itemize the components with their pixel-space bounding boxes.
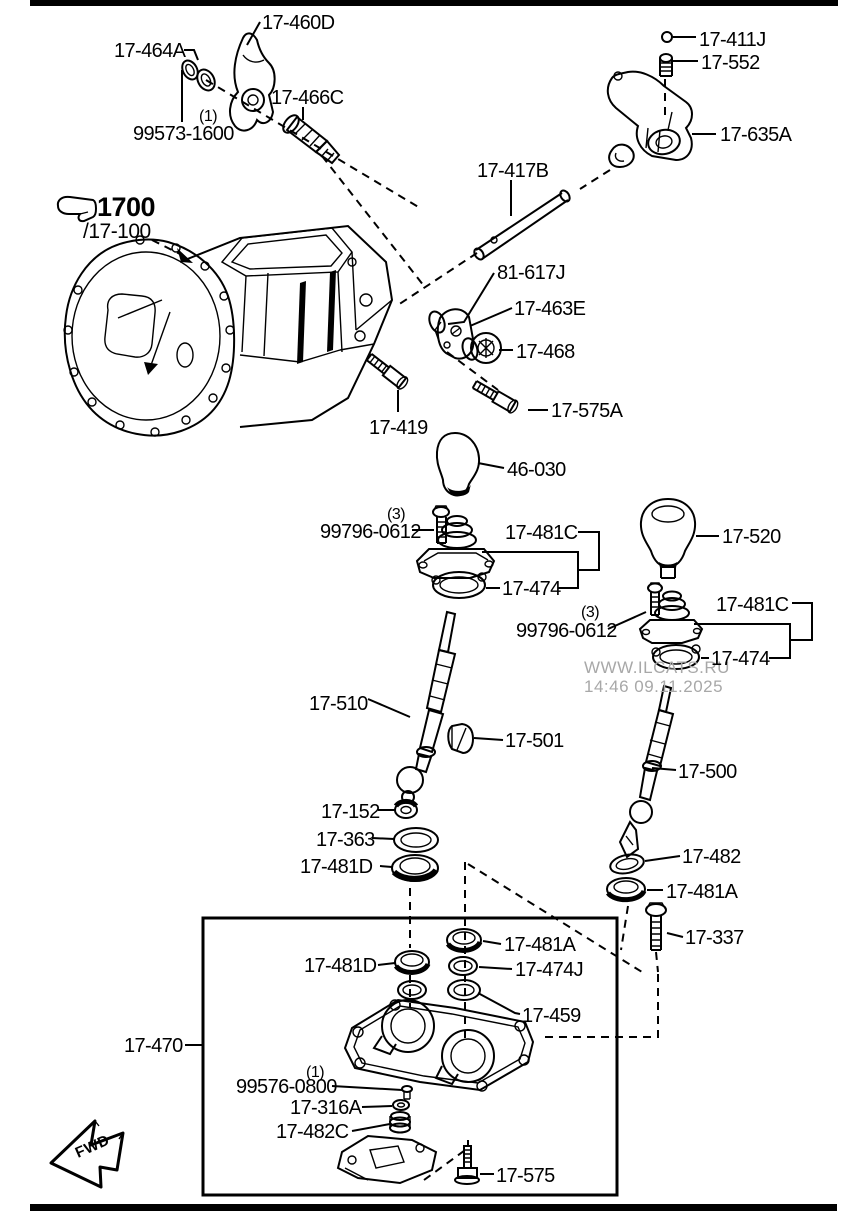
part-washers-17-464A [181,59,216,92]
part-gasket-17-474-left [431,571,487,599]
part-bolt-17-575 [454,1145,480,1185]
bottom-border-bar [30,1204,837,1211]
qty-99573-1600: (1) [199,108,217,125]
part-label-17-474J[interactable]: 17-474J [515,959,584,981]
part-ring-17-459 [447,979,481,1001]
part-knuckle-17-460D [229,32,276,132]
part-bolt-99576-0800 [401,1085,413,1100]
part-ring-17-316A [392,1099,410,1111]
top-border-bar [30,0,838,6]
part-label-17-481C-right[interactable]: 17-481C [716,594,789,616]
part-label-17-552[interactable]: 17-552 [701,52,761,74]
part-ring-17-482 [609,853,645,875]
watermark-site: WWW.ILCATS.RU [584,658,730,677]
part-label-17-463E[interactable]: 17-463E [514,298,586,320]
part-label-17-481A-box[interactable]: 17-481A [504,934,577,956]
part-label-17-460D[interactable]: 17-460D [262,12,335,34]
part-label-17-459[interactable]: 17-459 [522,1005,582,1027]
part-label-17-575A[interactable]: 17-575A [551,400,624,422]
transmission-case-drawing [63,224,394,437]
part-label-99796-0612-left[interactable]: 99796-0612 [320,521,422,543]
part-label-17-635A[interactable]: 17-635A [720,124,793,146]
part-fork-17-635A [606,70,693,169]
part-bushing-17-501 [447,722,475,755]
part-bolt-17-575A [471,380,519,414]
part-knob-46-030 [435,431,481,497]
dashed-assembly-lines [151,79,666,1181]
part-label-17-482C[interactable]: 17-482C [276,1121,349,1143]
part-label-17-481D-box[interactable]: 17-481D [304,955,377,977]
part-label-17-411J[interactable]: 17-411J [699,29,766,51]
part-label-46-030[interactable]: 46-030 [507,459,567,481]
part-ring-17-411J [661,31,673,43]
part-label-17-474-left[interactable]: 17-474 [502,578,562,600]
part-label-17-520[interactable]: 17-520 [722,526,782,548]
part-label-17-501[interactable]: 17-501 [505,730,565,752]
part-label-81-617J[interactable]: 81-617J [497,262,566,284]
hand-pointer-icon [56,195,97,223]
part-label-17-152[interactable]: 17-152 [321,801,381,823]
part-bracket-plate [336,1134,438,1185]
part-label-17-481A-right[interactable]: 17-481A [666,881,739,903]
part-lever-17-500 [618,684,675,859]
assembly-group-ref[interactable]: /17-100 [83,220,151,243]
part-label-17-363[interactable]: 17-363 [316,829,376,851]
part-label-17-417B[interactable]: 17-417B [477,160,549,182]
part-label-17-466C[interactable]: 17-466C [271,87,344,109]
part-label-99573-1600[interactable]: 99573-1600 [133,123,235,145]
part-label-17-482[interactable]: 17-482 [682,846,742,868]
part-label-99576-0800[interactable]: 99576-0800 [236,1076,338,1098]
part-bolt-17-337 [645,902,667,951]
part-number-labels: 17-460D 17-464A (1) 99573-1600 17-466C 1… [114,12,793,1187]
part-label-17-510[interactable]: 17-510 [309,693,369,715]
part-label-17-575[interactable]: 17-575 [496,1165,556,1187]
leader-lines [181,21,813,1175]
part-lever-17-510 [396,610,457,804]
part-ring-17-481D-box [393,950,431,975]
part-label-17-468[interactable]: 17-468 [516,341,576,363]
part-rod-17-417B [473,189,571,261]
part-boot-17-481C-left [415,515,496,579]
fwd-direction-arrow: FWD [49,1119,125,1189]
part-bolt-99796-0612-right [647,582,663,616]
part-label-17-470[interactable]: 17-470 [124,1035,184,1057]
qty-99796-0612-left: (3) [387,506,405,523]
part-bolt-17-419 [365,353,409,390]
qty-99796-0612-right: (3) [581,604,599,621]
part-spring-17-482C [389,1111,411,1134]
part-ring-small-box [397,980,427,1000]
part-gasket-17-474-right [651,644,701,670]
part-label-17-481D-upper[interactable]: 17-481D [300,856,373,878]
part-ring-17-152 [393,798,419,819]
part-gasket-plate [343,998,535,1092]
part-label-17-481C-left[interactable]: 17-481C [505,522,578,544]
watermark-timestamp: 14:46 09.11.2025 [584,677,723,696]
part-label-17-316A[interactable]: 17-316A [290,1097,363,1119]
qty-99576-0800: (1) [306,1064,324,1081]
part-switch-17-466C [282,114,341,165]
part-label-17-464A[interactable]: 17-464A [114,40,187,62]
part-ring-17-481A-right [605,877,647,903]
detail-box-17-470 [201,916,619,1197]
part-label-17-474-right[interactable]: 17-474 [711,648,771,670]
part-ring-17-481D-upper [391,854,439,882]
part-label-99796-0612-right[interactable]: 99796-0612 [516,620,618,642]
part-ring-17-474J [448,956,478,976]
part-bolt-17-552 [659,53,673,77]
part-boot-17-481C-right [638,590,704,644]
part-label-17-500[interactable]: 17-500 [678,761,738,783]
part-label-17-337[interactable]: 17-337 [685,927,745,949]
part-oring-81-617J [428,310,446,334]
part-label-17-419[interactable]: 17-419 [369,417,429,439]
assembly-group-code[interactable]: 1700 [97,192,156,222]
part-ring-17-481A-box [445,928,483,953]
part-retainer-17-468 [461,332,502,364]
part-ring-17-363 [393,827,439,853]
part-knob-17-520 [639,497,697,579]
part-plate-17-463E [434,308,475,360]
